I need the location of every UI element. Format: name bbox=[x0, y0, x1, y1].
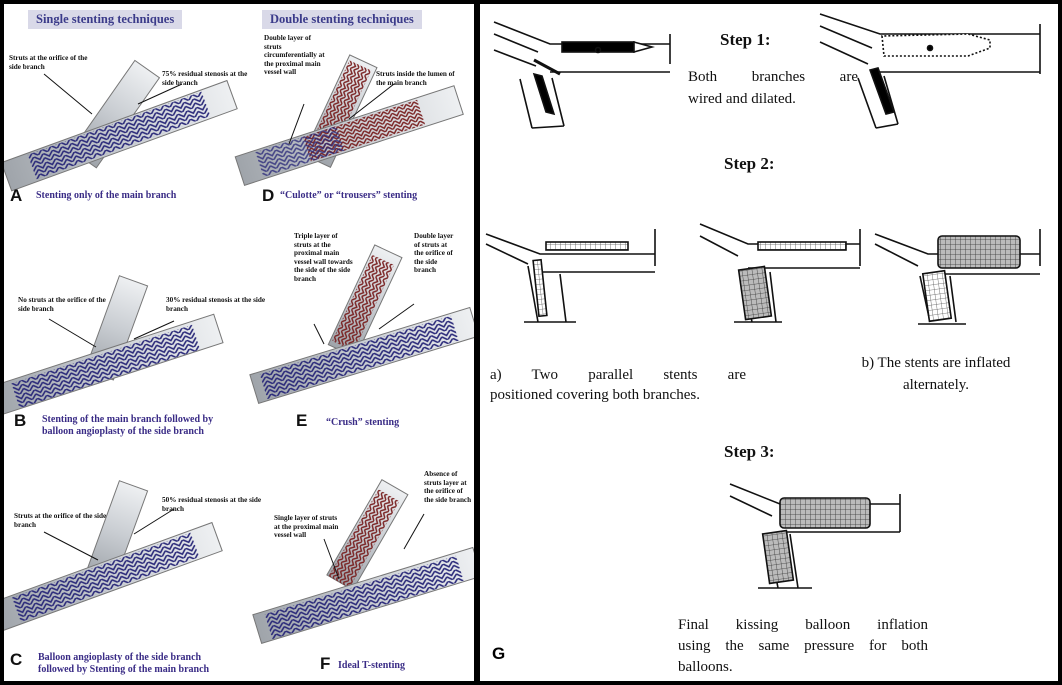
header-double-stenting: Double stenting techniques bbox=[262, 10, 422, 29]
step1-diagram-right bbox=[819, 13, 1041, 129]
figure-label-g: G bbox=[492, 644, 506, 663]
caption-e: “Crush” stenting bbox=[326, 417, 400, 428]
annotation-e-1: Triple layer of struts at the proximal m… bbox=[294, 232, 353, 283]
panel-label-c: C bbox=[10, 650, 23, 669]
step3-title: Step 3: bbox=[724, 442, 775, 461]
panel-label-a: A bbox=[10, 186, 23, 205]
annotation-a-1: Struts at the orifice of the side branch bbox=[9, 54, 88, 71]
annotation-b-2: 30% residual stenosis at the side branch bbox=[166, 296, 266, 313]
panel-b-illustration bbox=[4, 275, 224, 416]
step2-diagram-2 bbox=[699, 223, 861, 323]
step1-title: Step 1: bbox=[720, 30, 771, 49]
step1-text-line2: wired and dilated. bbox=[688, 91, 796, 107]
annotation-e-2: Double layer of struts at the orifice of… bbox=[414, 232, 454, 275]
panel-c-illustration bbox=[4, 480, 223, 632]
culotte-step-diagrams bbox=[485, 13, 1041, 589]
panel-e-illustration bbox=[249, 244, 474, 405]
step1-text-line1: Both branches are bbox=[688, 69, 858, 85]
culotte-steps-panel: Step 1: Both branches are wired and dila… bbox=[480, 4, 1058, 681]
step2-diagram-1 bbox=[485, 229, 656, 323]
step3-text-line3: balloons. bbox=[678, 659, 733, 675]
caption-f: Ideal T-stenting bbox=[338, 660, 405, 671]
panel-label-f: F bbox=[320, 654, 331, 673]
caption-b: Stenting of the main branch followed by … bbox=[42, 414, 214, 437]
caption-a: Stenting only of the main branch bbox=[36, 190, 177, 201]
annotation-d-2: Struts inside the lumen of the main bran… bbox=[376, 70, 455, 87]
step2a-text-line2: positioned covering both branches. bbox=[490, 387, 700, 403]
annotation-d-1: Double layer of struts circumferentially… bbox=[264, 34, 325, 77]
step3-text-line1: Final kissing balloon inflation bbox=[678, 617, 928, 633]
panel-label-b: B bbox=[14, 411, 27, 430]
step2b-text-line2: alternately. bbox=[902, 377, 970, 393]
step2-title: Step 2: bbox=[724, 154, 775, 173]
panel-f-illustration bbox=[252, 478, 474, 645]
stenting-illustrations bbox=[4, 54, 474, 645]
panel-d-illustration bbox=[234, 54, 464, 186]
panel-a-illustration bbox=[4, 59, 238, 192]
header-single-stenting: Single stenting techniques bbox=[28, 10, 183, 29]
stenting-techniques-panel: Single stenting techniques Double stenti… bbox=[4, 4, 474, 681]
step2a-text-line1: a) Two parallel stents are bbox=[490, 367, 746, 383]
step3-diagram bbox=[729, 483, 901, 589]
step2-diagram-3 bbox=[874, 229, 1041, 325]
caption-c: Balloon angioplasty of the side branch f… bbox=[38, 652, 210, 675]
annotation-c-2: 50% residual stenosis at the side branch bbox=[162, 496, 262, 513]
annotation-b-1: No struts at the orifice of the side bra… bbox=[18, 296, 106, 313]
annotation-c-1: Struts at the orifice of the side branch bbox=[14, 512, 107, 529]
annotation-a-2: 75% residual stenosis at the side branch bbox=[162, 70, 248, 87]
step3-text-line2: using the same pressure for both bbox=[678, 638, 928, 654]
step1-diagram-left bbox=[493, 21, 671, 129]
step2b-text-line1: b) The stents are inflated bbox=[861, 355, 1011, 371]
annotation-f-2: Absence of struts layer at the orifice o… bbox=[424, 470, 472, 504]
panel-label-d: D bbox=[262, 186, 275, 205]
annotation-pointer-lines bbox=[43, 73, 425, 580]
annotation-f-1: Single layer of struts at the proximal m… bbox=[274, 514, 339, 540]
caption-d: “Culotte” or “trousers” stenting bbox=[280, 190, 418, 201]
panel-label-e: E bbox=[296, 411, 308, 430]
